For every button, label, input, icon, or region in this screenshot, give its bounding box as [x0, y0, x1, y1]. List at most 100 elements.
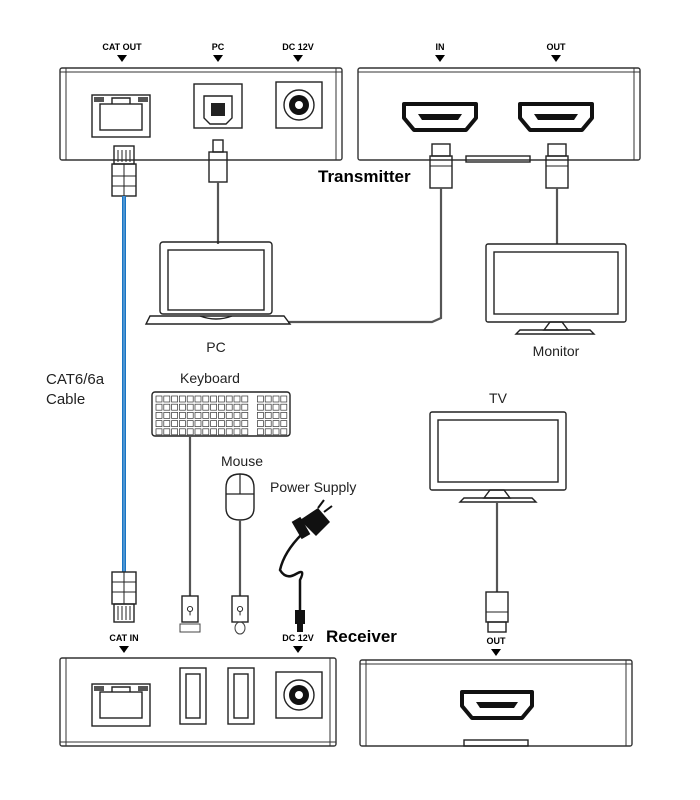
keyboard-key: [225, 420, 233, 427]
keyboard-key: [225, 403, 233, 411]
keyboard-key: [155, 412, 163, 419]
keyboard-key: [155, 403, 163, 411]
keyboard-key: [202, 403, 210, 411]
keyboard-key: [225, 395, 233, 403]
rj45-plug-tx-icon: [111, 145, 137, 197]
label-hdmi-in: IN: [436, 42, 445, 52]
keyboard-key: [218, 412, 225, 419]
keyboard-key: [264, 420, 272, 427]
keyboard-key: [155, 420, 163, 427]
dc-jack-rx-icon: [275, 671, 323, 719]
keyboard-key: [202, 420, 210, 427]
usb-plug-keyboard-icon: ⚲: [179, 595, 201, 633]
keyboard-key: [257, 420, 264, 427]
keyboard-key: [272, 420, 280, 427]
keyboard-key: [257, 403, 264, 411]
keyboard-key: [280, 412, 288, 419]
keyboard-key: [186, 420, 194, 427]
hdmi-cable-pc: [288, 188, 443, 324]
keyboard-key: [171, 403, 178, 411]
keyboard-key: [233, 412, 241, 419]
rj45-port-rx-icon: [91, 683, 151, 727]
keyboard-key: [155, 428, 163, 436]
keyboard-key: [171, 420, 178, 427]
keyboard-key: [272, 395, 280, 403]
keyboard-key: [186, 395, 194, 403]
keyboard-key: [257, 428, 264, 436]
keyboard-key: [280, 420, 288, 427]
keyboard-key: [155, 395, 163, 403]
hdmi-out-port-icon: [518, 102, 594, 132]
arrow-dc-tx-icon: [293, 55, 303, 62]
keyboard-key: [257, 412, 264, 419]
label-keyboard: Keyboard: [180, 370, 240, 386]
keyboard-key: [280, 403, 288, 411]
keyboard-key: [171, 395, 178, 403]
keyboard-key: [179, 395, 186, 403]
monitor-icon: [485, 243, 627, 335]
keyboard-key: [210, 395, 217, 403]
keyboard-key: [186, 412, 194, 419]
keyboard-key: [202, 395, 210, 403]
keyboard-key: [171, 412, 178, 419]
label-cable-line1: CAT6/6a: [46, 371, 105, 388]
keyboard-key: [194, 412, 202, 419]
label-hdmi-out: OUT: [547, 42, 567, 52]
keyboard-key: [225, 428, 233, 436]
keyboard-key: [194, 428, 202, 436]
keyboard-key: [218, 420, 225, 427]
mouse-icon: [225, 473, 255, 521]
keyboard-key: [264, 428, 272, 436]
keyboard-key: [210, 403, 217, 411]
usb-a-port-1-icon: [179, 667, 207, 725]
keyboard-key: [241, 428, 249, 436]
keyboard-key: [163, 428, 171, 436]
keyboard-key: [179, 428, 186, 436]
usb-plug-mouse-icon: ⚲: [231, 595, 249, 635]
keyboard-key: [194, 395, 202, 403]
keyboard-key: [186, 428, 194, 436]
keyboard-key: [202, 412, 210, 419]
label-mouse: Mouse: [221, 453, 263, 469]
keyboard-key: [280, 395, 288, 403]
usb-b-port-icon: [193, 83, 243, 129]
label-power-supply: Power Supply: [270, 479, 356, 495]
keyboard-key: [218, 428, 225, 436]
usb-a-port-2-icon: [227, 667, 255, 725]
keyboard-key: [241, 412, 249, 419]
keyboard-key: [163, 403, 171, 411]
keyboard-key: [210, 420, 217, 427]
keyboard-key: [218, 403, 225, 411]
keyboard-key: [218, 395, 225, 403]
transmitter-right-unit: [357, 67, 641, 163]
keyboard-key: [264, 403, 272, 411]
keyboard-key: [241, 420, 249, 427]
svg-text:⚲: ⚲: [236, 604, 244, 617]
label-dc-rx: DC 12V: [282, 633, 314, 643]
label-cable-line2: Cable: [46, 391, 85, 408]
keyboard-key: [186, 403, 194, 411]
keyboard-key: [241, 395, 249, 403]
keyboard-key: [163, 420, 171, 427]
keyboard-key: [163, 395, 171, 403]
keyboard-key: [210, 412, 217, 419]
arrow-cat-out-icon: [117, 55, 127, 62]
keyboard-key: [202, 428, 210, 436]
keyboard-key: [179, 420, 186, 427]
keyboard-key: [179, 403, 186, 411]
arrow-hdmi-out-icon: [551, 55, 561, 62]
keyboard-key: [233, 428, 241, 436]
keyboard-key: [233, 403, 241, 411]
keyboard-key: [272, 428, 280, 436]
arrow-hdmi-in-icon: [435, 55, 445, 62]
label-tv-out: OUT: [487, 636, 507, 646]
keyboard-key: [210, 428, 217, 436]
hdmi-plug-tv-icon: [485, 591, 509, 633]
rj45-plug-rx-icon: [111, 571, 137, 623]
dc-plug-icon: [295, 610, 305, 632]
receiver-title: Receiver: [326, 627, 397, 646]
keyboard-icon: [151, 391, 291, 437]
label-pc-port: PC: [212, 42, 225, 52]
